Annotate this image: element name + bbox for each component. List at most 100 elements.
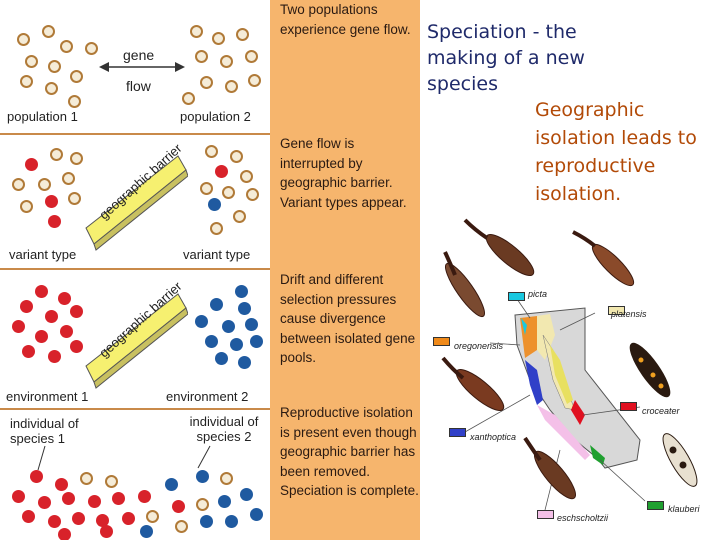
individual-dot [20,300,33,313]
species-1-label: individual of species 1 [10,416,79,446]
individual-dot [30,470,43,483]
individual-dot [215,352,228,365]
individual-dot [205,335,218,348]
individual-dot [195,315,208,328]
population-2-label: population 2 [180,109,251,124]
individual-dot [195,50,208,63]
legend-swatch-klauberi [647,501,664,510]
variant-type-label-left: variant type [9,247,77,262]
legend-label-eschscholtzii: eschscholtzii [557,513,609,523]
individual-dot [72,512,85,525]
individual-dot [48,350,61,363]
geographic-barrier [85,293,188,389]
speciation-figure: Two populations experience gene flow. Ge… [0,0,420,540]
legend-swatch-croceater [620,402,637,411]
caption-column [270,0,420,540]
individual-dot [35,330,48,343]
individual-dot [200,515,213,528]
individual-dot [245,318,258,331]
individual-dot [80,472,93,485]
individual-dot [62,172,75,185]
individual-dot [200,182,213,195]
individual-dot [25,55,38,68]
individual-dot [250,508,263,521]
individual-dot [240,488,253,501]
panel-divider [0,133,270,135]
legend-swatch-xanthoptica [449,428,466,437]
individual-dot [12,320,25,333]
individual-dot [22,510,35,523]
individual-dot [225,515,238,528]
individual-dot [60,325,73,338]
individual-dot [88,495,101,508]
individual-dot [220,472,233,485]
individual-dot [235,285,248,298]
individual-dot [48,215,61,228]
individual-dot [230,150,243,163]
species-2-label: individual of species 2 [189,414,259,444]
individual-dot [70,152,83,165]
environment-2-label: environment 2 [166,389,249,404]
individual-dot [248,74,261,87]
individual-dot [45,195,58,208]
individual-dot [230,338,243,351]
caption-4: Reproductive isolation is present even t… [280,405,419,498]
individual-dot [245,50,258,63]
legend-swatch-picta [508,292,525,301]
individual-dot [182,92,195,105]
individual-dot [238,356,251,369]
legend-swatch-oregonensis [433,337,450,346]
individual-dot [208,198,221,211]
individual-dot [233,210,246,223]
environment-1-label: environment 1 [6,389,89,404]
individual-dot [225,80,238,93]
individual-dot [112,492,125,505]
caption-3: Drift and different selection pressures … [280,272,416,365]
individual-dot [175,520,188,533]
individual-dot [38,178,51,191]
legend-label-croceater: croceater [642,406,680,416]
slide-subtitle: Geographic isolation leads to reproducti… [535,99,697,205]
salamander-klauberi [662,433,698,487]
individual-dot [165,478,178,491]
legend-swatch-platensis [608,306,625,315]
individual-dot [222,186,235,199]
individual-dot [122,512,135,525]
individual-dot [210,222,223,235]
individual-dot [60,40,73,53]
individual-dot [105,475,118,488]
salamander-eschscholtzii [523,436,576,500]
variant-type-label-right: variant type [183,247,251,262]
legend-label-platensis: platensis [611,309,647,319]
individual-dot [246,188,259,201]
legend-label-oregonensis: oregonensis [454,341,504,351]
individual-dot [12,178,25,191]
individual-dot [140,525,153,538]
individual-dot [172,500,185,513]
salamander-croceater [629,342,671,398]
individual-dot [196,498,209,511]
salamander-platensis [572,230,635,287]
individual-dot [240,170,253,183]
individual-dot [45,310,58,323]
individual-dot [146,510,159,523]
individual-dot [68,192,81,205]
individual-dot [48,60,61,73]
individual-dot [205,145,218,158]
individual-dot [22,345,35,358]
individual-dot [218,495,231,508]
individual-dot [250,335,263,348]
legend-swatch-eschscholtzii [537,510,554,519]
individual-dot [85,42,98,55]
individual-dot [58,528,71,540]
individual-dot [238,302,251,315]
geographic-barrier [85,155,188,251]
legend-label-klauberi: klauberi [668,504,700,514]
gene-flow-arrow [99,62,185,72]
individual-dot [62,492,75,505]
individual-dot [222,320,235,333]
slide-title: Speciation - the making of a new species [427,21,585,95]
legend-label-xanthoptica: xanthoptica [470,432,517,442]
individual-dot [55,478,68,491]
